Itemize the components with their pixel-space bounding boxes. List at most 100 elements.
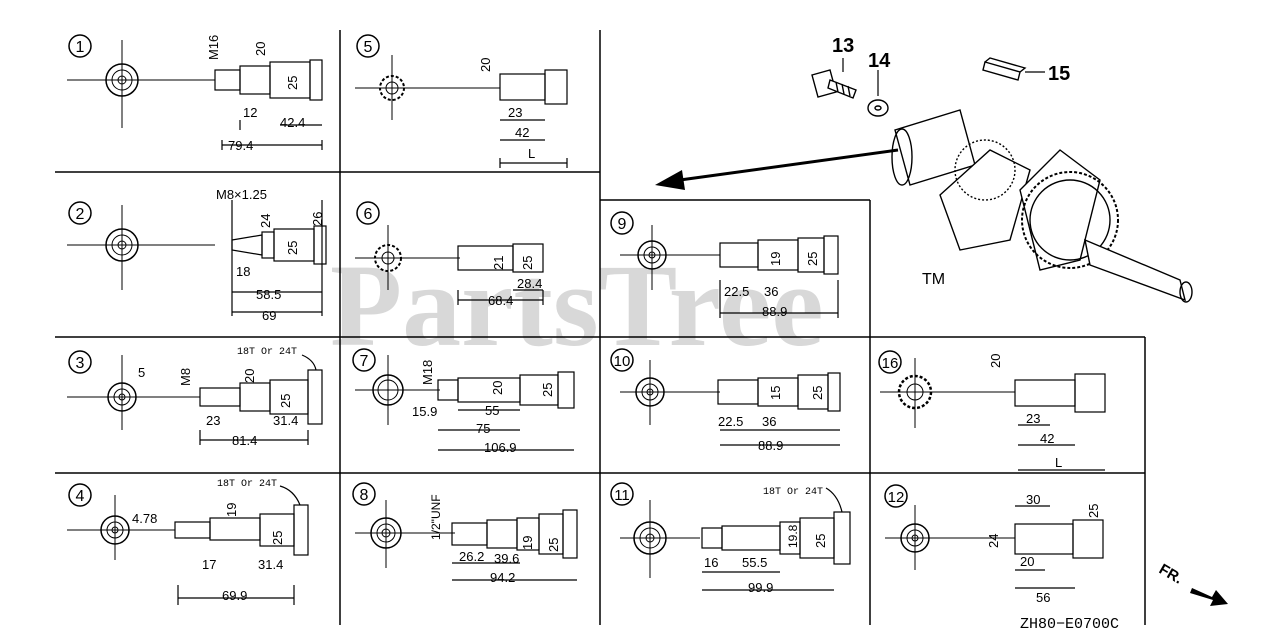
- dim-len-18: 18: [236, 264, 250, 279]
- variant-4[interactable]: 4 4.78 19 25 17 31.4 69.9 18T Or 24T: [67, 479, 309, 605]
- crankshaft-illustration[interactable]: [891, 109, 1193, 303]
- dim-len-55: 55: [485, 403, 499, 418]
- dim-pin-5: 5: [138, 365, 145, 380]
- variant-number: 16: [882, 355, 899, 372]
- dim-dia-25: 25: [546, 538, 561, 552]
- dim-len-39-6: 39.6: [494, 551, 519, 566]
- callout-14[interactable]: 14: [868, 50, 891, 72]
- diagram-code: ZH80−E0700C: [1020, 616, 1119, 633]
- shaft-end-view: [67, 495, 175, 560]
- dim-len-L: L: [1055, 455, 1062, 470]
- dim-len-88-9: 88.9: [762, 304, 787, 319]
- dim-len-23: 23: [1026, 411, 1040, 426]
- gear-teeth-label: 18T Or 24T: [763, 487, 823, 498]
- dim-dia-20: 20: [988, 354, 1003, 368]
- dim-len-28-4: 28.4: [517, 276, 542, 291]
- variant-6[interactable]: 6 21 25 28.4 68.4: [355, 201, 544, 308]
- gear-teeth-label: 18T Or 24T: [237, 347, 297, 358]
- variant-number: 2: [76, 206, 85, 223]
- dim-len-106-9: 106.9: [484, 440, 517, 455]
- dim-len-58-5: 58.5: [256, 287, 281, 302]
- dim-dia-25: 25: [810, 386, 825, 400]
- dim-dia-19: 19: [768, 252, 783, 266]
- key-15[interactable]: [982, 57, 1027, 81]
- front-direction-arrow: FR.: [1156, 561, 1228, 606]
- dim-len-94-2: 94.2: [490, 570, 515, 585]
- variant-11[interactable]: 11 19.8 25 16 55.5 99.9 18T Or 24T: [610, 482, 851, 595]
- dim-dia-25: 25: [278, 394, 293, 408]
- variant-number: 1: [76, 39, 85, 56]
- dim-dia-24: 24: [258, 214, 273, 228]
- dim-dia-20: 20: [478, 58, 493, 72]
- dim-len-55-5: 55.5: [742, 555, 767, 570]
- variant-number: 9: [618, 216, 627, 233]
- dim-dia-25: 25: [285, 76, 300, 90]
- dim-len-68-4: 68.4: [488, 293, 513, 308]
- variant-number: 11: [614, 487, 630, 504]
- pointer-arrow: [655, 148, 899, 190]
- dim-dia-19: 19: [520, 536, 535, 550]
- dim-len-99-9: 99.9: [748, 580, 773, 595]
- bolt-13[interactable]: [811, 69, 857, 99]
- dim-len-17: 17: [202, 557, 216, 572]
- dim-dia-21: 21: [491, 256, 506, 270]
- variant-number: 7: [360, 353, 369, 370]
- dim-thread: M8: [178, 368, 193, 386]
- dim-len-69: 69: [262, 308, 276, 323]
- variant-number: 6: [364, 206, 373, 223]
- dim-len-20: 20: [1020, 554, 1034, 569]
- dim-len-42-4: 42.4: [280, 115, 305, 130]
- shaft-end-view: [355, 355, 440, 425]
- variant-9[interactable]: 9 19 25 22.5 36 88.9: [610, 211, 839, 319]
- dim-dia-25: 25: [1086, 504, 1101, 518]
- shaft-end-view: [620, 225, 720, 290]
- dim-dia-20: 20: [490, 381, 505, 395]
- shaft-end-view: [67, 205, 215, 290]
- variant-number: 10: [614, 353, 631, 370]
- shaft-side-view: [214, 59, 323, 150]
- dim-dia-20: 20: [253, 42, 268, 56]
- variant-16[interactable]: 16 20 23 42 L: [878, 350, 1106, 471]
- dim-dia-15: 15: [768, 386, 783, 400]
- shaft-side-view: [499, 69, 568, 168]
- dim-dia-25: 25: [813, 534, 828, 548]
- shaft-end-view: [67, 40, 215, 128]
- shaft-side-view: [1014, 373, 1106, 471]
- dim-thread: 1/2"UNF: [429, 494, 443, 540]
- shaft-end-view: [620, 500, 700, 578]
- variant-number: 3: [76, 355, 85, 372]
- dim-dia-24: 24: [986, 534, 1001, 548]
- dim-len-23: 23: [508, 105, 522, 120]
- dim-len-12: 12: [243, 105, 257, 120]
- callout-15[interactable]: 15: [1048, 63, 1070, 85]
- shaft-end-view: [620, 360, 720, 425]
- dim-len-L: L: [528, 146, 535, 161]
- shaft-end-view: [355, 225, 460, 290]
- shaft-side-view: [701, 487, 851, 591]
- variant-2[interactable]: 2 M8×1.25 24 26 25 18 58.5 69: [67, 187, 327, 323]
- variant-10[interactable]: 10 15 25 22.5 36 88.9: [610, 348, 841, 453]
- shaft-side-view: [717, 372, 841, 446]
- front-label: FR.: [1156, 561, 1185, 588]
- dim-len-16: 16: [704, 555, 718, 570]
- variant-8[interactable]: 8 1/2"UNF 19 25 26.2 39.6 94.2: [352, 482, 578, 585]
- dim-dia-25: 25: [805, 252, 820, 266]
- dim-len-42: 42: [515, 125, 529, 140]
- washer-14[interactable]: [867, 99, 889, 117]
- variant-number: 4: [76, 488, 85, 505]
- dim-len-22-5: 22.5: [724, 284, 749, 299]
- callout-13[interactable]: 13: [832, 35, 854, 57]
- variant-3[interactable]: 3 5 M8 20 25 23 31.4 81.4 18T Or 24T: [67, 347, 323, 448]
- variant-7[interactable]: 7 M18 20 25 15.9 55 75 106.9: [352, 348, 575, 455]
- watermark: PartsTree: [330, 240, 824, 371]
- variant-1[interactable]: 1 M16 20 25 12 42.4 79.4: [67, 34, 323, 153]
- dim-len-79-4: 79.4: [228, 138, 253, 153]
- dim-dia-25: 25: [520, 256, 535, 270]
- dim-len-26-2: 26.2: [459, 549, 484, 564]
- variant-number: 5: [364, 39, 373, 56]
- variant-number: 8: [360, 487, 369, 504]
- dim-dia-25: 25: [270, 531, 285, 545]
- variant-12[interactable]: 12 30 25 24 20 56: [884, 484, 1104, 605]
- variant-5[interactable]: 5 20 23 42 L: [355, 34, 568, 168]
